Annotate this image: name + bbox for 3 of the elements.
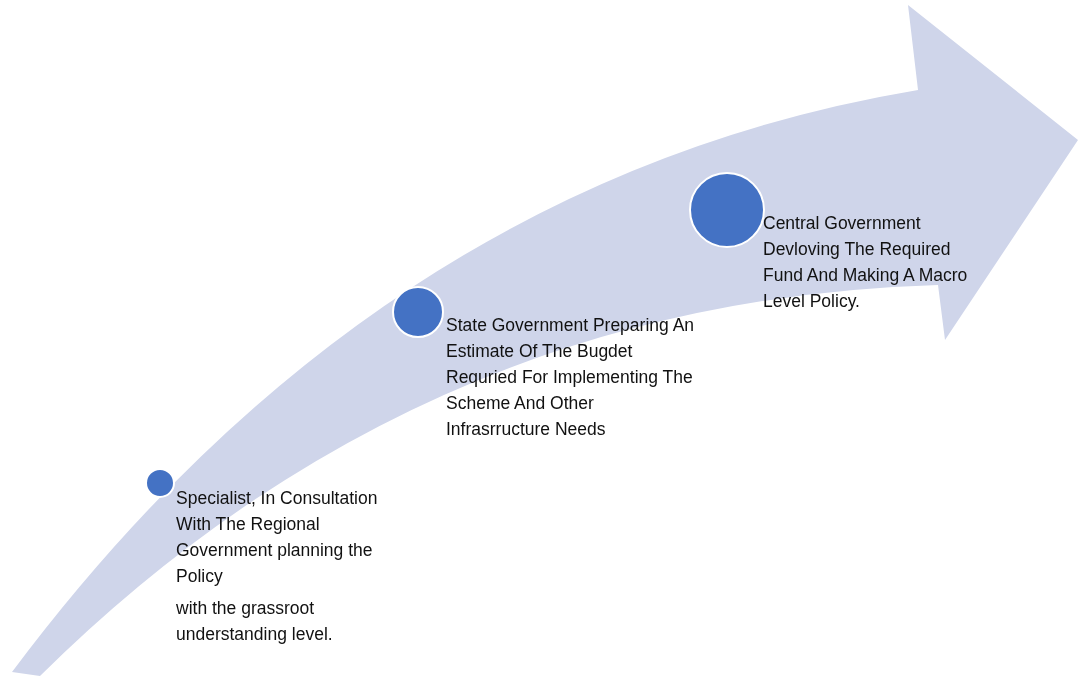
step-description: Central Government Devloving The Required Fund And Making A Macro Level Policy. bbox=[763, 212, 969, 313]
step-description: State Government Preparing An Estimate Of The Bugdet Requried For Implementing The Scheme And Other Infrasrructure Needs bbox=[446, 314, 696, 441]
step-description: with the grassroot understanding level. bbox=[176, 597, 334, 646]
